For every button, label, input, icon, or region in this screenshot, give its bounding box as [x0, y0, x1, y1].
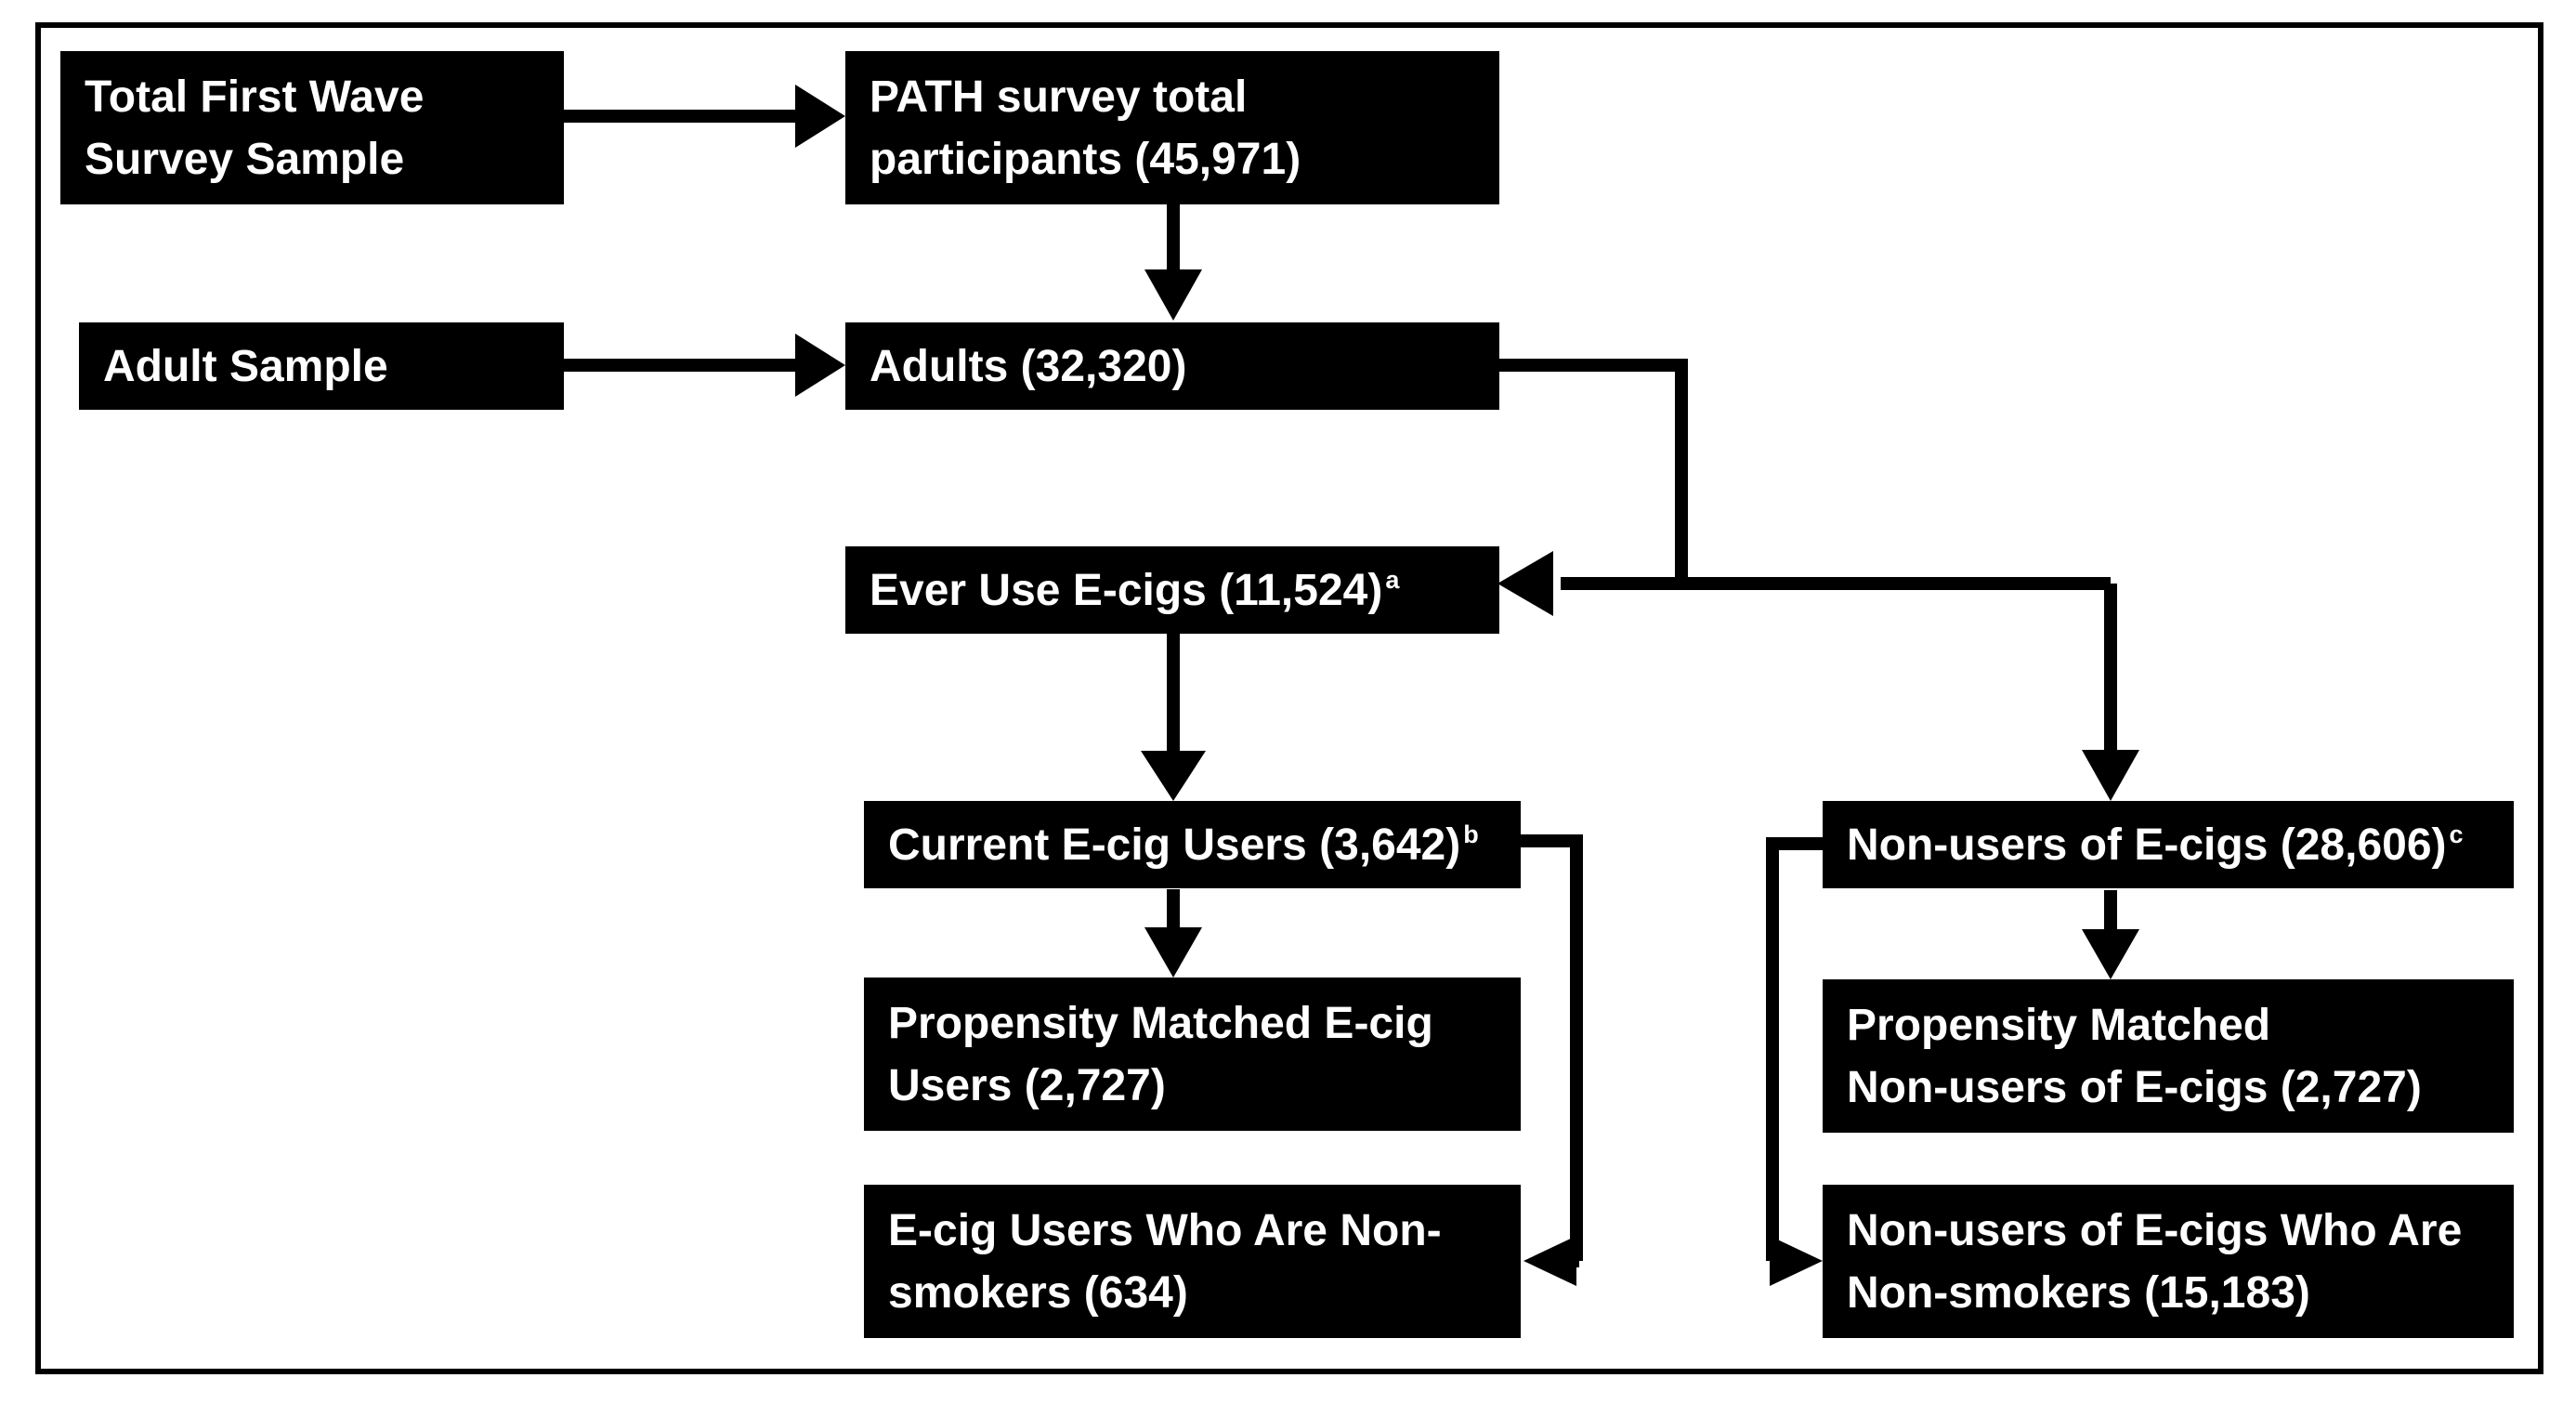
box-label: Ever Use E-cigs (11,524)a — [870, 559, 1399, 622]
box-line: Propensity Matched — [1847, 1000, 2271, 1050]
box-line: participants (45,971) — [870, 134, 1301, 184]
box-adult-sample: Adult Sample — [79, 322, 564, 410]
box-text: Current E-cig Users (3,642) — [888, 820, 1461, 870]
box-label: Adults (32,320) — [870, 341, 1187, 391]
arrowhead-adultsample-to-adults — [795, 334, 845, 397]
connector-adults-branch — [1497, 359, 1688, 584]
arrowhead-nonusers-to-matched — [2082, 929, 2139, 979]
arrowhead-path-to-adults — [1144, 269, 1202, 321]
box-line: PATH survey total — [870, 72, 1248, 122]
box-line: Total First Wave — [85, 72, 425, 122]
box-line: Propensity Matched E-cig — [888, 998, 1433, 1048]
arrowhead-current-to-matched — [1144, 927, 1202, 978]
arrowhead-everuse-to-current — [1141, 751, 1206, 801]
arrowhead-branch-to-nonusers — [2082, 750, 2139, 801]
footnote-marker: c — [2449, 820, 2464, 848]
box-current-users: Current E-cig Users (3,642)b — [864, 801, 1521, 888]
box-ever-use: Ever Use E-cigs (11,524)a — [845, 546, 1499, 634]
box-users-non-smokers: E-cig Users Who Are Non-smokers (634) — [864, 1185, 1521, 1338]
box-text: Ever Use E-cigs (11,524) — [870, 565, 1383, 615]
box-adults: Adults (32,320) — [845, 322, 1499, 410]
arrowhead-nonusers-nonsmokers — [1770, 1236, 1823, 1286]
box-line: Users (2,727) — [888, 1060, 1166, 1110]
box-text: Non-users of E-cigs (28,606) — [1847, 820, 2447, 870]
box-line: smokers (634) — [888, 1267, 1188, 1318]
diagram-frame — [35, 22, 2543, 1374]
box-path-total: PATH survey total participants (45,971) — [845, 51, 1499, 204]
box-non-users: Non-users of E-cigs (28,606)c — [1823, 801, 2514, 888]
arrowhead-users-nonsmokers — [1523, 1236, 1576, 1286]
box-line: Non-smokers (15,183) — [1847, 1267, 2310, 1318]
box-line: Survey Sample — [85, 134, 405, 184]
box-label: Adult Sample — [103, 341, 388, 391]
connector-current-to-nonsmokers — [1521, 834, 1583, 1267]
arrowhead-total-to-path — [795, 85, 845, 148]
arrowhead-branch-to-everuse — [1497, 551, 1553, 616]
box-label: Non-users of E-cigs (28,606)c — [1847, 814, 2464, 876]
box-line: Non-users of E-cigs (2,727) — [1847, 1062, 2422, 1112]
footnote-marker: a — [1385, 565, 1400, 594]
box-line: Non-users of E-cigs Who Are — [1847, 1205, 2463, 1255]
box-line: E-cig Users Who Are Non- — [888, 1205, 1442, 1255]
footnote-marker: b — [1463, 820, 1479, 848]
connector-nonusers-to-nonsmokers — [1766, 837, 1823, 1267]
box-label: Current E-cig Users (3,642)b — [888, 814, 1479, 876]
